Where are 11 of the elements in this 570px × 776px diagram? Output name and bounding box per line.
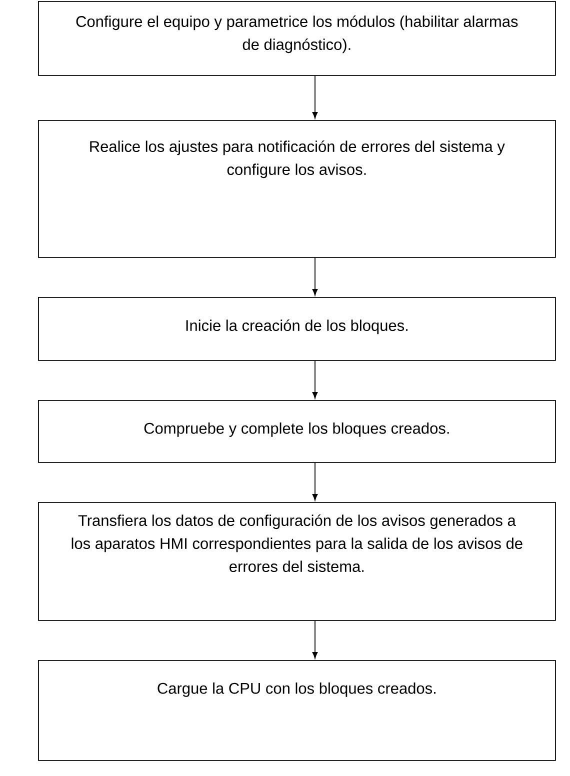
process-box: Transfiera los datos de configuración de los avisos generados a los aparatos HMI correspondientes para la salida de los avisos de errores del sistema.: [38, 502, 556, 621]
arrow: [312, 620, 318, 659]
process-box: Configure el equipo y parametrice los módulos (habilitar alarmas de diagnóstico).: [38, 1, 556, 76]
process-box: Realice los ajustes para notificación de errores del sistema y configure los avisos.: [38, 120, 556, 258]
arrow: [312, 257, 318, 296]
arrow: [312, 462, 318, 501]
arrow: [312, 75, 318, 119]
process-box: Inicie la creación de los bloques.: [38, 297, 556, 361]
process-box: Compruebe y complete los bloques creados.: [38, 400, 556, 463]
process-box: Cargue la CPU con los bloques creados.: [38, 660, 556, 761]
arrow: [312, 360, 318, 399]
